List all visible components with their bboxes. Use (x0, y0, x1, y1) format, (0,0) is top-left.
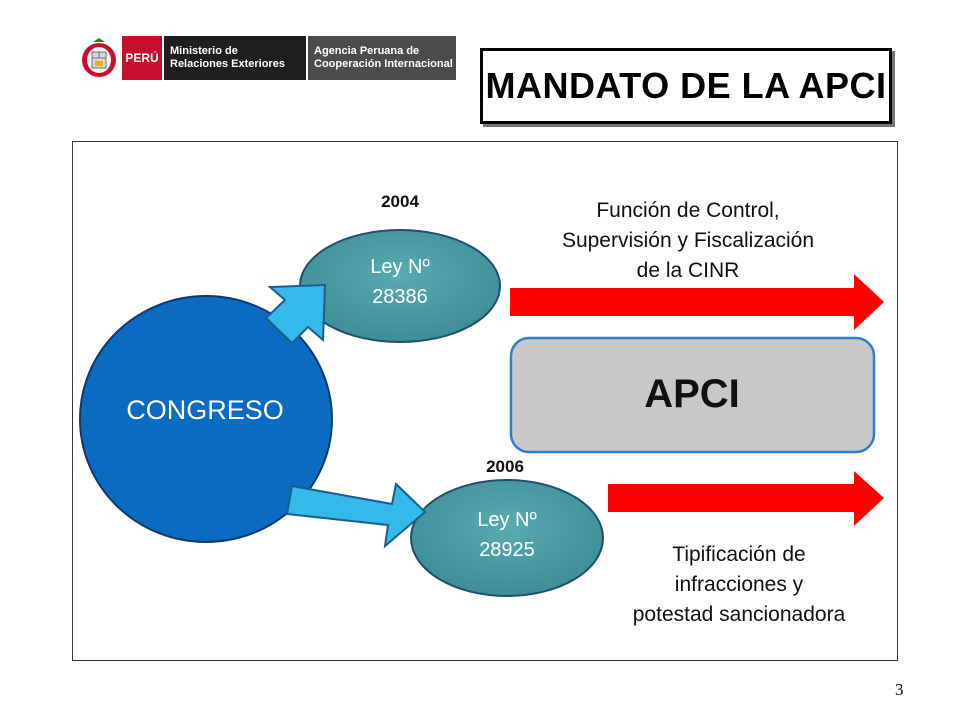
law-28386-label: Ley Nº 28386 (300, 252, 500, 312)
law-28925-label: Ley Nº 28925 (412, 505, 602, 565)
congreso-label: CONGRESO (126, 395, 284, 425)
agency-name-line1: Agencia Peruana de (314, 45, 420, 57)
red-arrow-top (510, 274, 884, 330)
function-top-line2: Supervisión y Fiscalización (561, 229, 815, 252)
congreso-circle (79, 295, 333, 543)
function-bottom-line1: Tipificación de (672, 543, 806, 566)
ministry-name-line2: Relaciones Exteriores (170, 58, 285, 70)
page-title: MANDATO DE LA APCI (485, 65, 887, 106)
apci-label: APCI (644, 372, 740, 416)
function-top-text: Función de Control, Supervisión y Fiscal… (528, 196, 848, 286)
page-number: 3 (895, 680, 904, 699)
law1-number: 28386 (372, 286, 428, 308)
law2-number: 28925 (479, 539, 535, 561)
function-top-line1: Función de Control, (596, 199, 780, 222)
peru-coat-of-arms-logo (82, 38, 116, 77)
peru-logo-bar: PERÚ (122, 36, 162, 80)
title-box: MANDATO DE LA APCI (480, 48, 892, 124)
function-bottom-text: Tipificación de infracciones y potestad … (598, 540, 880, 630)
blue-arrow-to-law-28925 (285, 482, 427, 549)
diagram-frame (72, 141, 898, 661)
apci-box (509, 336, 876, 454)
ministry-name-line1: Ministerio de (170, 45, 238, 57)
agency-logo-bar: Agencia Peruana de Cooperación Internaci… (308, 36, 456, 80)
blue-arrow-to-law-28386 (264, 283, 327, 345)
ministry-logo-bar: Ministerio de Relaciones Exteriores (164, 36, 306, 80)
law2-year: 2006 (486, 457, 524, 476)
law1-year: 2004 (381, 192, 419, 211)
red-arrow-bottom (608, 471, 884, 526)
law2-title: Ley Nº (477, 509, 537, 531)
peru-logo-text: PERÚ (125, 50, 159, 65)
agency-name-line2: Cooperación Internacional (314, 58, 453, 70)
function-bottom-line2: infracciones y (674, 573, 804, 596)
law1-title: Ley Nº (370, 256, 430, 278)
law-28925-ellipse (410, 479, 604, 597)
function-top-line3: de la CINR (636, 259, 740, 282)
function-bottom-line3: potestad sancionadora (632, 603, 846, 626)
